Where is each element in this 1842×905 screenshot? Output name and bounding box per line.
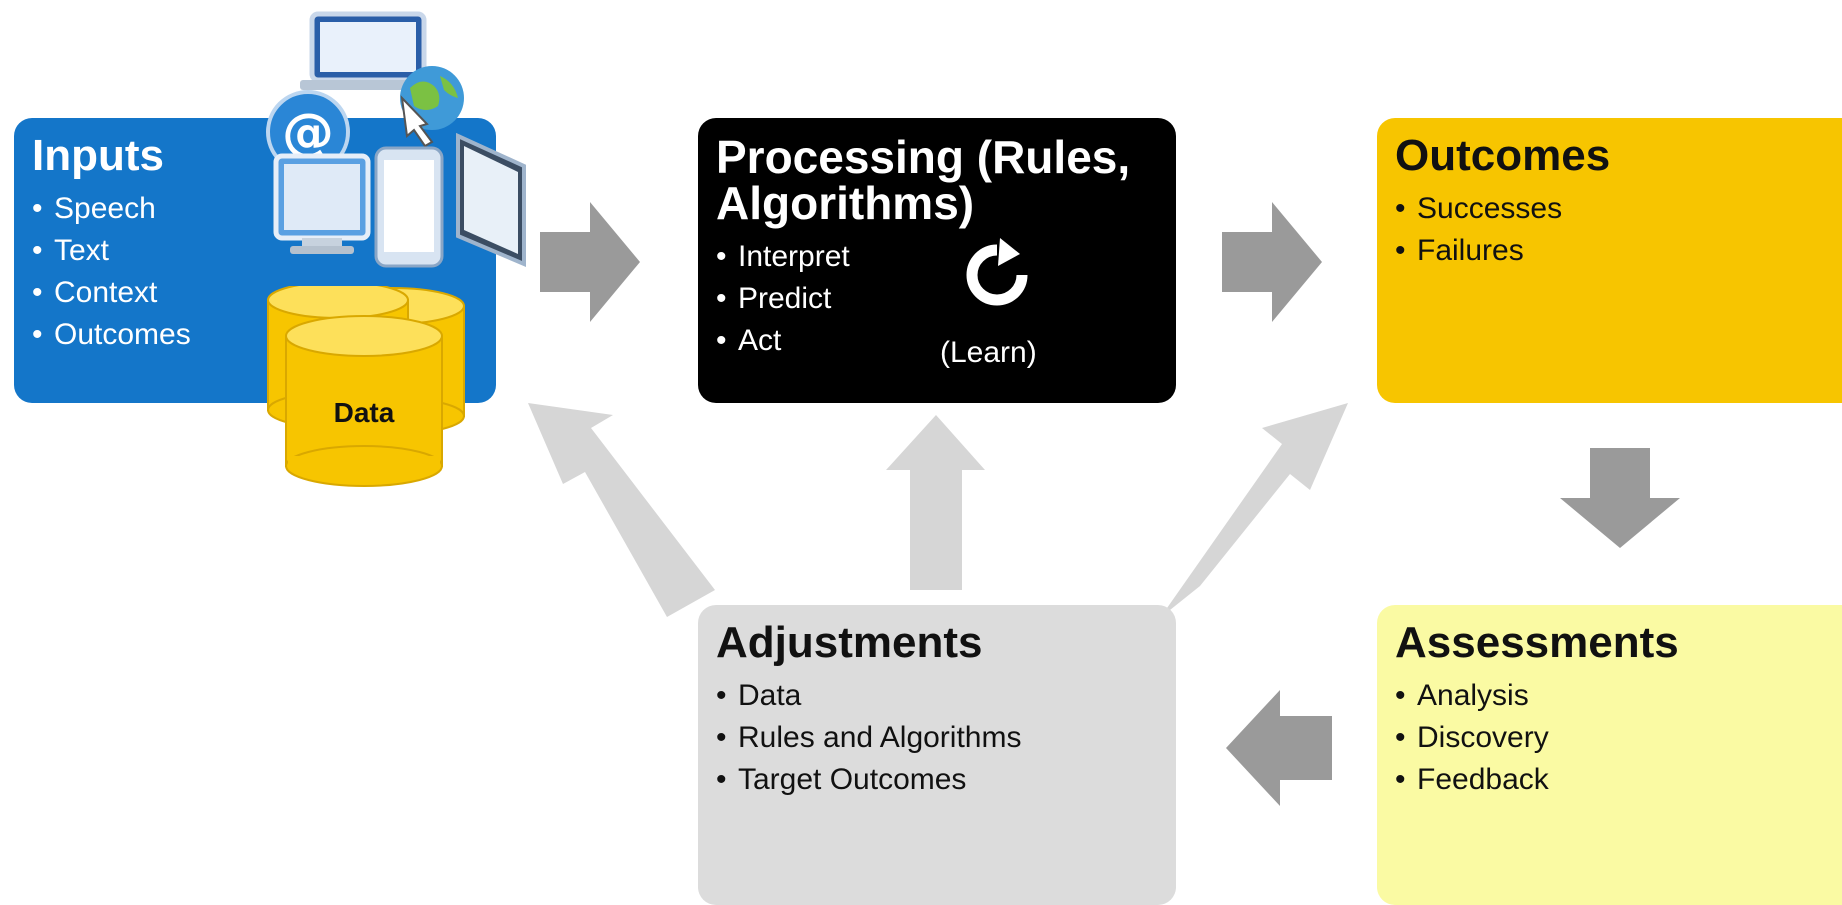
arrow-outcomes-to-assessments: [1560, 448, 1680, 548]
adjustments-item: Rules and Algorithms: [716, 717, 1158, 759]
processing-item: Act: [716, 320, 1158, 362]
processing-box: Processing (Rules, Algorithms) Interpret…: [698, 118, 1176, 403]
outcomes-title: Outcomes: [1395, 131, 1611, 180]
devices-illustration: @: [266, 11, 526, 268]
assessments-item: Discovery: [1395, 717, 1842, 759]
inputs-item: Outcomes: [32, 314, 478, 356]
assessments-box: Assessments Analysis Discovery Feedback: [1377, 605, 1842, 905]
adjustments-item: Target Outcomes: [716, 759, 1158, 801]
outcomes-item: Failures: [1395, 230, 1842, 272]
arrow-processing-to-outcomes: [1222, 202, 1322, 322]
inputs-title: Inputs: [32, 131, 164, 180]
globe-icon: [400, 66, 464, 148]
processing-item: Predict: [716, 278, 1158, 320]
arrow-assessments-to-adjustments: [1226, 690, 1332, 806]
refresh-icon: [966, 238, 1028, 306]
svg-text:@: @: [282, 103, 334, 163]
arrow-inputs-to-processing: [540, 202, 640, 322]
inputs-list: Speech Text Context Outcomes: [32, 188, 478, 356]
at-sign-icon: @: [266, 90, 350, 174]
processing-item: Interpret: [716, 236, 1158, 278]
assessments-item: Feedback: [1395, 759, 1842, 801]
processing-list: Interpret Predict Act: [716, 236, 1158, 362]
outcomes-item: Successes: [1395, 188, 1842, 230]
arrow-adjustments-to-inputs: [528, 403, 715, 617]
database-front-cylinder: [285, 315, 443, 487]
assessments-list: Analysis Discovery Feedback: [1395, 675, 1842, 801]
adjustments-box: Adjustments Data Rules and Algorithms Ta…: [698, 605, 1176, 905]
phone-icon: [374, 146, 444, 268]
monitor-icon: [273, 153, 371, 254]
processing-title-line1: Processing (Rules,: [716, 131, 1131, 183]
inputs-item: Text: [32, 230, 478, 272]
processing-title-line2: Algorithms): [716, 177, 975, 229]
database-icon: Data: [267, 286, 465, 487]
inputs-item: Context: [32, 272, 478, 314]
laptop-icon: [300, 11, 436, 90]
adjustments-list: Data Rules and Algorithms Target Outcome…: [716, 675, 1158, 801]
assessments-item: Analysis: [1395, 675, 1842, 717]
arrow-adjustments-to-outcomes: [1160, 403, 1348, 618]
adjustments-item: Data: [716, 675, 1158, 717]
assessments-title: Assessments: [1395, 618, 1679, 667]
adjustments-title: Adjustments: [716, 618, 983, 667]
learn-label: (Learn): [940, 336, 1037, 369]
outcomes-list: Successes Failures: [1395, 188, 1842, 272]
processing-title: Processing (Rules, Algorithms): [716, 134, 1158, 226]
arrow-adjustments-to-processing: [886, 415, 985, 590]
database-label: Data: [334, 397, 395, 428]
inputs-item: Speech: [32, 188, 478, 230]
tablet-icon: [456, 132, 526, 268]
outcomes-box: Outcomes Successes Failures: [1377, 118, 1842, 403]
